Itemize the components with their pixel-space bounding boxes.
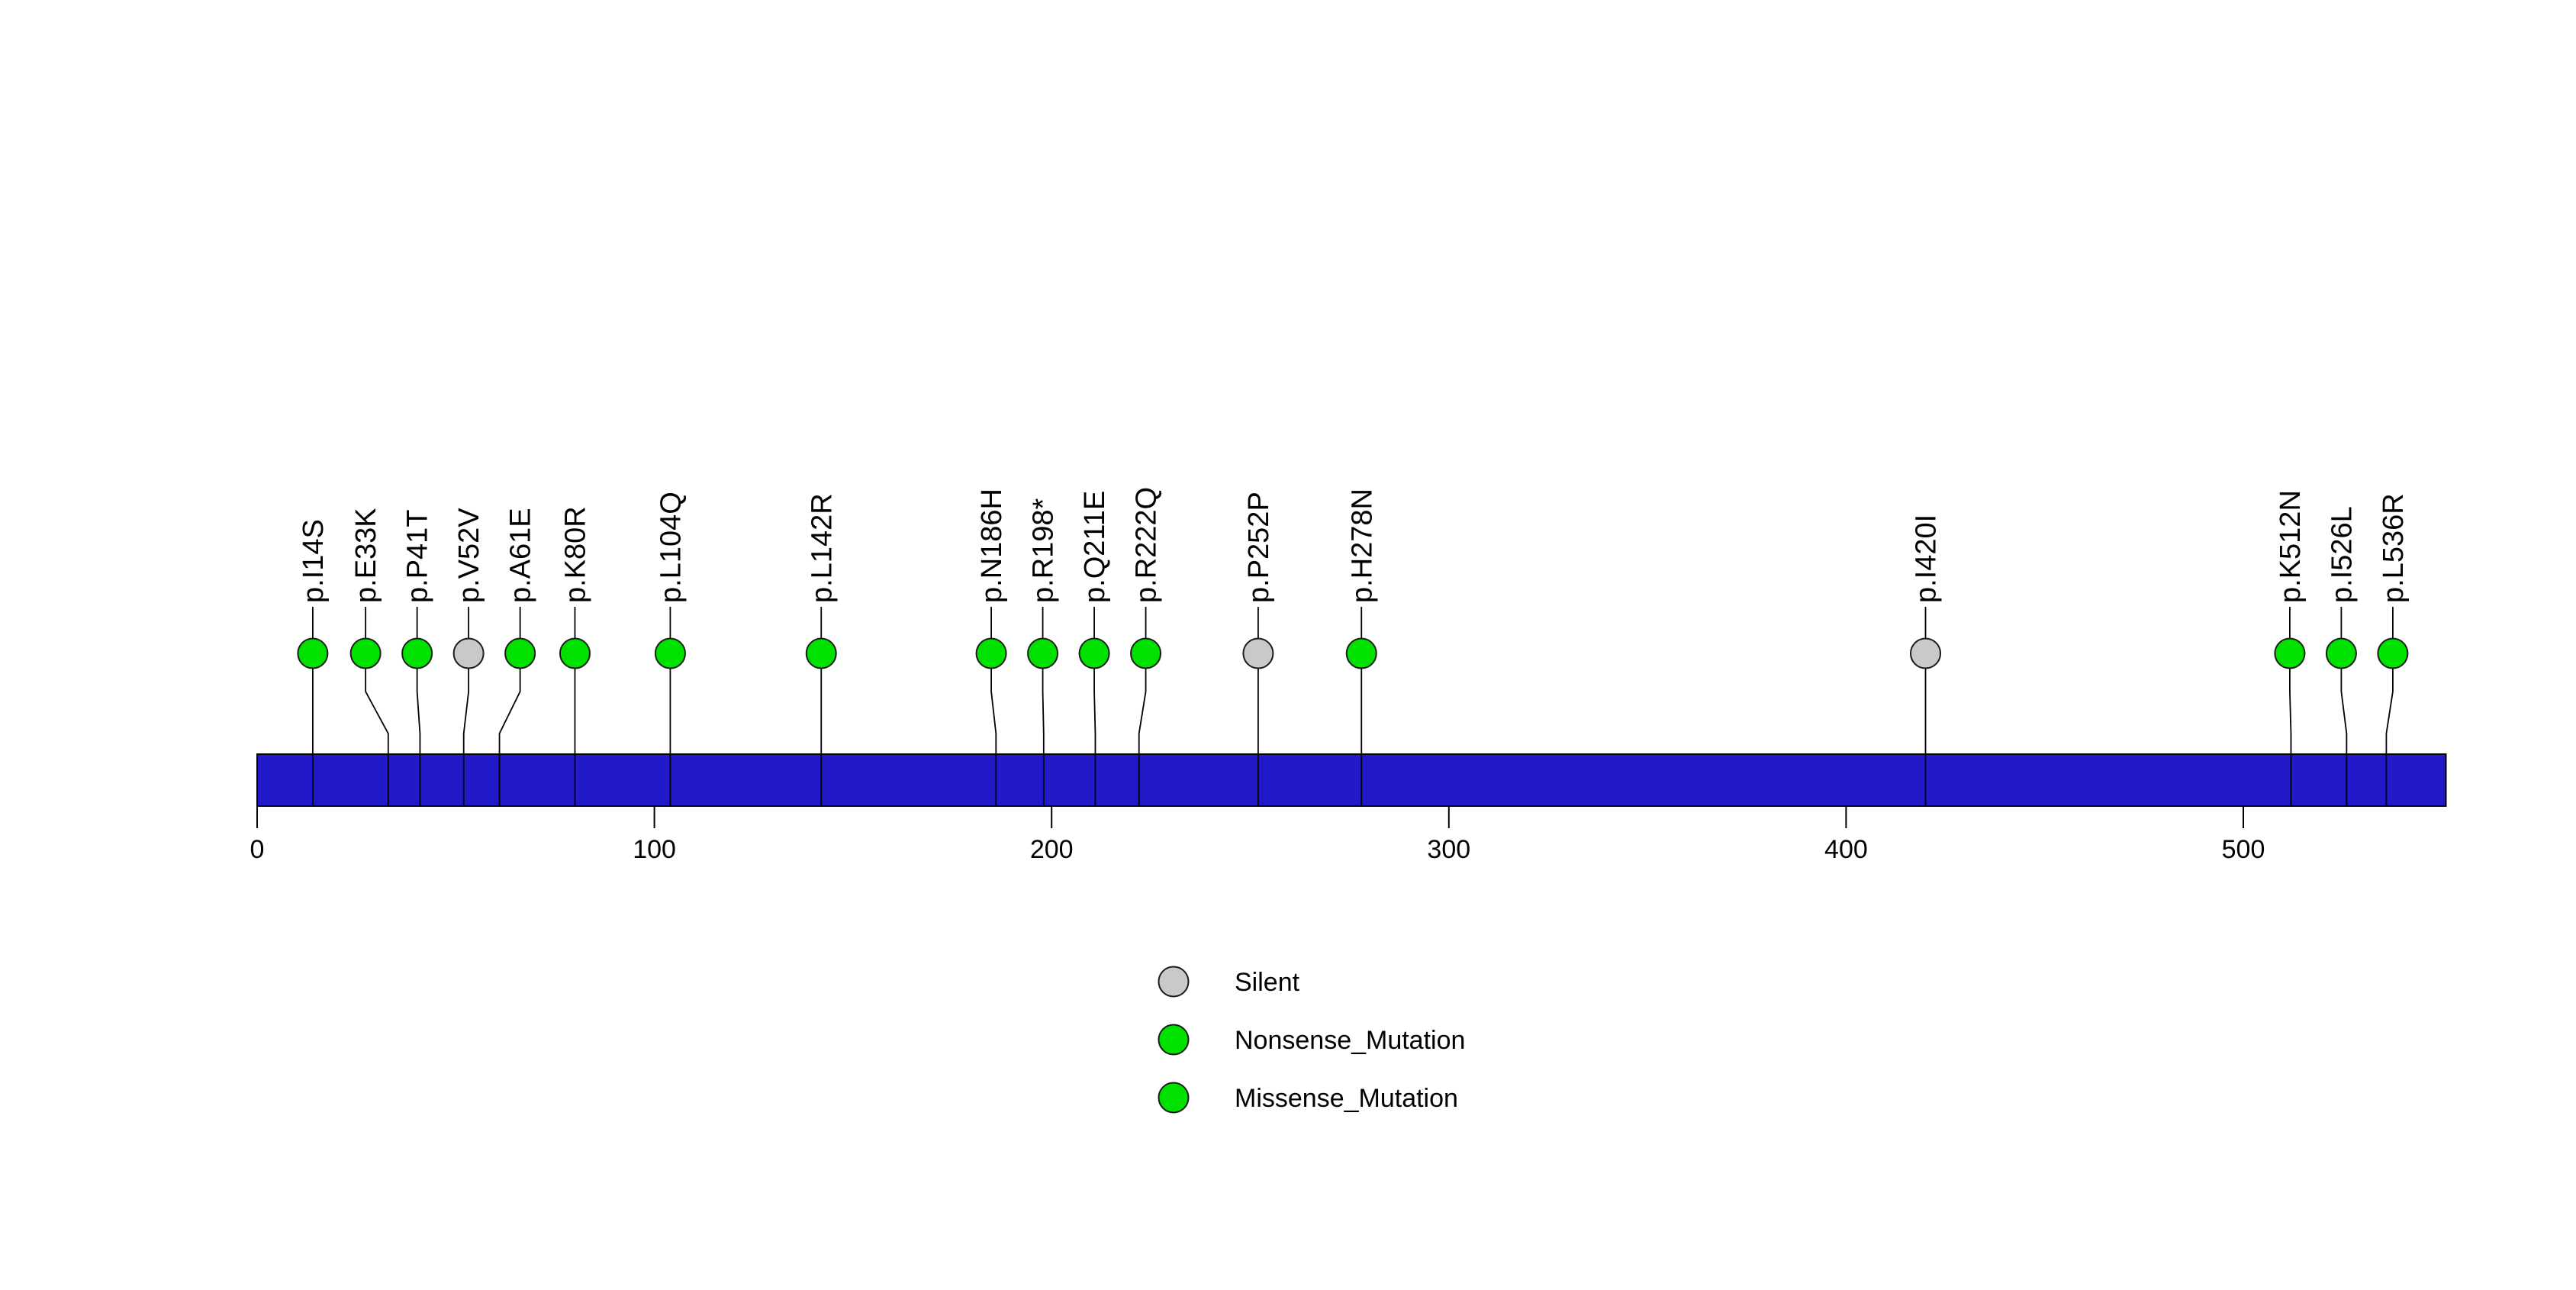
- mutation-label: p.L104Q: [655, 492, 687, 603]
- legend-item-missense_mutation: Missense_Mutation: [1158, 1082, 1458, 1114]
- mutation-lollipop-p.R198*: p.R198*: [1027, 498, 1060, 806]
- mutation-lollipop-p.L536R: p.L536R: [2377, 493, 2410, 806]
- mutation-circle: [297, 637, 329, 669]
- legend-item-nonsense_mutation: Nonsense_Mutation: [1158, 1024, 1465, 1056]
- mutation-label: p.I14S: [298, 519, 330, 603]
- mutation-label: p.K512N: [2275, 490, 2307, 603]
- mutation-lollipop-p.A61E: p.A61E: [498, 508, 537, 806]
- mutation-lollipop-p.K512N: p.K512N: [2274, 490, 2307, 806]
- axis-tick-label: 300: [1427, 835, 1470, 864]
- mutation-circle: [975, 637, 1007, 669]
- mutation-label: p.N186H: [976, 489, 1008, 603]
- mutation-label: p.I526L: [2326, 506, 2358, 603]
- mutation-lollipop-p.L104Q: p.L104Q: [654, 492, 687, 806]
- mutation-circle: [2377, 637, 2409, 669]
- mutation-lollipop-p.I14S: p.I14S: [297, 519, 330, 806]
- legend-swatch-circle: [1158, 1082, 1190, 1114]
- mutation-circle: [1130, 637, 1162, 669]
- mutation-label: p.L536R: [2378, 493, 2410, 603]
- mutation-label: p.Q211E: [1079, 491, 1111, 603]
- mutation-circle: [654, 637, 686, 669]
- legend-item-label: Nonsense_Mutation: [1235, 1026, 1465, 1055]
- mutation-lollipop-p.L142R: p.L142R: [805, 493, 838, 806]
- mutation-lollipop-p.I420I: p.I420I: [1910, 514, 1943, 806]
- mutation-circle: [1027, 637, 1059, 669]
- mutation-lollipop-p.V52V: p.V52V: [452, 508, 485, 806]
- axis-tick-label: 400: [1824, 835, 1868, 864]
- protein-backbone-bar: [256, 753, 2447, 807]
- mutation-label: p.E33K: [350, 508, 382, 603]
- x-axis: 0 100 200 300 400 500: [250, 806, 2265, 864]
- mutation-circle: [805, 637, 837, 669]
- legend-swatch-circle: [1158, 966, 1190, 998]
- mutation-label: p.K80R: [559, 506, 591, 603]
- mutation-label: p.R198*: [1028, 498, 1060, 603]
- mutation-label: p.V52V: [453, 508, 485, 603]
- mutation-label: p.P252P: [1243, 492, 1275, 603]
- axis-tick-label: 0: [250, 835, 265, 864]
- mutation-lollipop-p.N186H: p.N186H: [975, 489, 1008, 806]
- mutation-label: p.A61E: [505, 508, 537, 603]
- mutation-label: p.H278N: [1346, 489, 1378, 603]
- mutation-circle: [2274, 637, 2306, 669]
- axis-tick-label: 500: [2222, 835, 2265, 864]
- mutation-lollipop-p.P252P: p.P252P: [1242, 492, 1275, 806]
- mutation-circle: [401, 637, 433, 669]
- mutation-lollipop-p.E33K: p.E33K: [349, 508, 389, 806]
- mutation-circle: [2325, 637, 2357, 669]
- mutation-label: p.L142R: [806, 493, 838, 603]
- mutation-label: p.P41T: [402, 509, 434, 603]
- mutation-lollipop-p.Q211E: p.Q211E: [1078, 491, 1111, 806]
- mutation-lollipop-p.I526L: p.I526L: [2325, 506, 2358, 806]
- legend-swatch-circle: [1158, 1024, 1190, 1056]
- legend-item-silent: Silent: [1158, 966, 1300, 998]
- mutation-lollipop-p.H278N: p.H278N: [1345, 489, 1378, 806]
- mutation-circle: [1910, 637, 1942, 669]
- legend-item-label: Silent: [1235, 968, 1300, 997]
- mutation-circle: [1345, 637, 1377, 669]
- mutation-circle: [559, 637, 591, 669]
- mutation-lollipop-p.P41T: p.P41T: [401, 509, 434, 806]
- mutation-circle: [349, 637, 382, 669]
- mutation-label: p.R222Q: [1131, 487, 1163, 603]
- mutation-label: p.I420I: [1911, 514, 1943, 603]
- legend-item-label: Missense_Mutation: [1235, 1084, 1458, 1113]
- axis-tick-label: 200: [1030, 835, 1074, 864]
- mutation-circle: [1242, 637, 1274, 669]
- mutation-lollipop-p.R222Q: p.R222Q: [1130, 487, 1163, 806]
- axis-tick-label: 100: [633, 835, 676, 864]
- mutation-circle: [452, 637, 485, 669]
- mutation-circle: [504, 637, 536, 669]
- mutation-circle: [1078, 637, 1110, 669]
- mutation-lollipop-p.K80R: p.K80R: [559, 506, 591, 806]
